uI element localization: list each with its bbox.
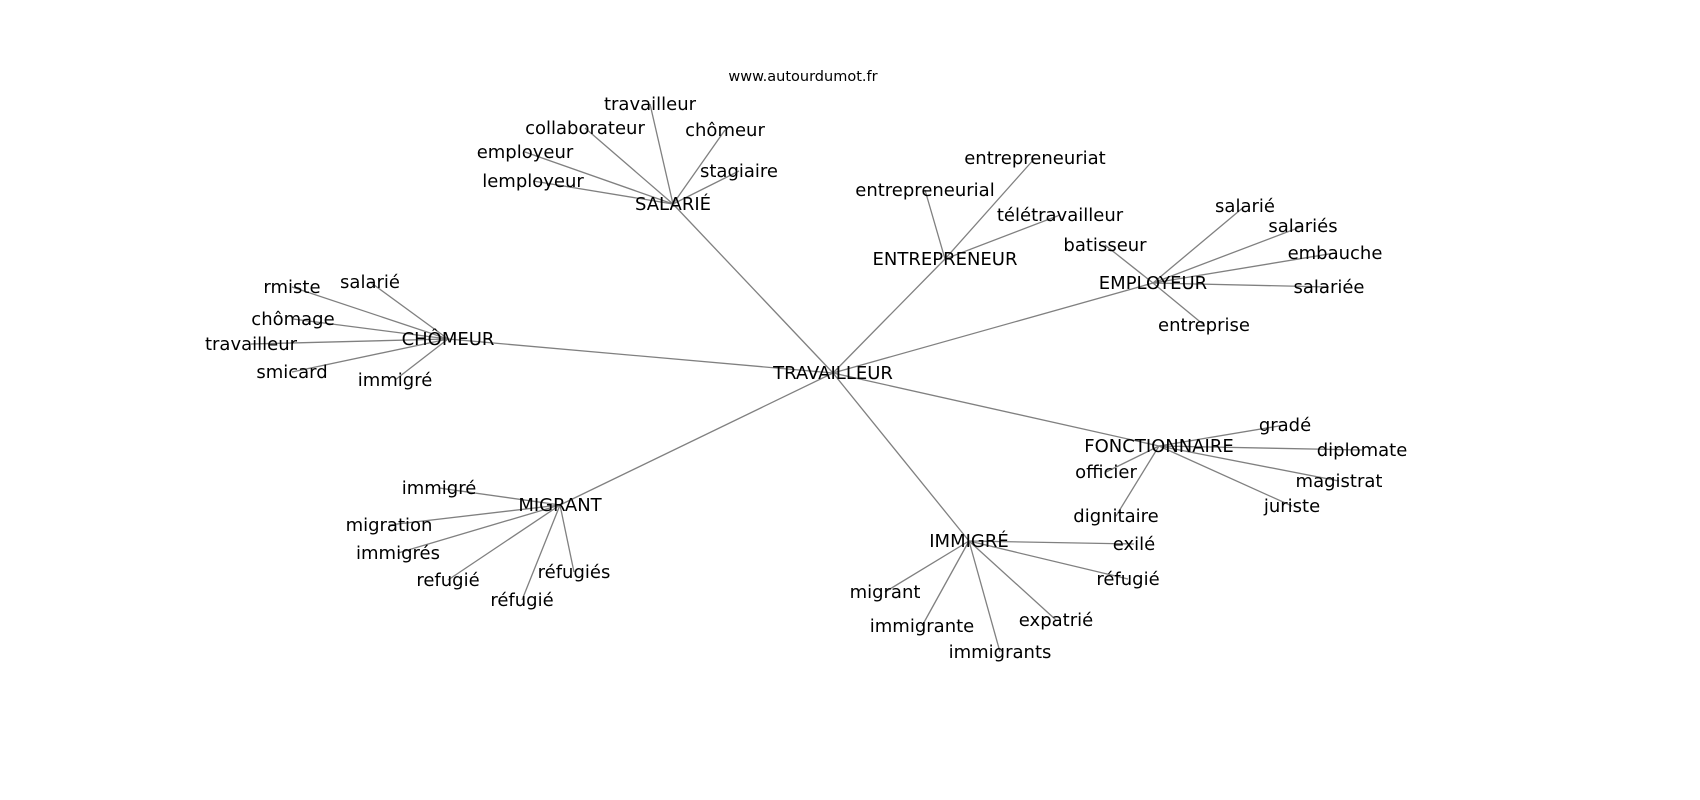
edge-center-to-hub <box>832 282 1154 374</box>
edge-center-to-hub <box>447 338 834 374</box>
edge-hub-to-leaf <box>649 103 674 205</box>
edge-hub-to-leaf <box>1152 252 1336 284</box>
edge-hub-to-leaf <box>1104 244 1154 284</box>
leaf-node-label: immigré <box>358 370 433 391</box>
edge-hub-to-leaf <box>672 129 726 205</box>
edge-hub-to-leaf <box>521 504 561 601</box>
edge-center-to-hub <box>832 258 946 374</box>
edge-hub-to-leaf <box>1152 282 1205 326</box>
leaf-node-label: salarié <box>340 272 400 293</box>
edge-hub-to-leaf <box>291 338 449 373</box>
edge-hub-to-leaf <box>1158 445 1363 451</box>
leaf-node-label: chômeur <box>685 120 765 141</box>
leaf-node-label: réfugié <box>1096 569 1159 590</box>
edge-hub-to-leaf <box>968 540 1129 580</box>
edge-hub-to-leaf <box>397 504 561 554</box>
edge-center-to-hub <box>832 372 970 542</box>
edge-hub-to-leaf <box>884 540 970 593</box>
edge-hub-to-leaf <box>924 189 946 260</box>
source-label: www.autourdumot.fr <box>728 69 877 85</box>
leaf-node-label: juriste <box>1263 496 1320 517</box>
edge-hub-to-leaf <box>524 151 674 205</box>
leaf-node-label: salariée <box>1294 277 1365 298</box>
edge-hub-to-leaf <box>1152 225 1304 284</box>
edge-hub-to-leaf <box>250 338 449 345</box>
leaf-node-label: stagiaire <box>700 161 778 182</box>
edge-hub-to-leaf <box>292 318 449 340</box>
leaf-node-label: travailleur <box>205 334 298 355</box>
leaf-node-label: magistrat <box>1296 471 1383 492</box>
edge-hub-to-leaf <box>438 487 561 506</box>
leaf-node-label: migrant <box>850 582 921 603</box>
leaf-node-label: salariés <box>1268 216 1337 237</box>
edge-center-to-hub <box>672 203 834 374</box>
center-node-label: TRAVAILLEUR <box>772 363 893 384</box>
edge-hub-to-leaf <box>1152 282 1330 288</box>
leaf-node-label: chômage <box>251 309 334 330</box>
leaf-node-label: dignitaire <box>1073 506 1158 527</box>
leaf-node-label: officier <box>1075 462 1137 483</box>
hub-node-label: FONCTIONNAIRE <box>1084 436 1233 457</box>
leaf-node-label: télétravailleur <box>997 205 1124 226</box>
edge-hub-to-leaf <box>584 127 674 205</box>
edge-hub-to-leaf <box>968 540 1135 545</box>
leaf-node-label: immigré <box>402 478 477 499</box>
leaf-node-label: employeur <box>477 142 574 163</box>
leaf-node-label: entrepreneuriat <box>964 148 1106 169</box>
edge-hub-to-leaf <box>968 540 1057 621</box>
leaf-node-label: embauche <box>1288 243 1383 264</box>
edge-hub-to-leaf <box>532 180 674 205</box>
edge-center-to-hub <box>559 372 834 506</box>
leaf-node-label: travailleur <box>604 94 697 115</box>
leaf-node-label: batisseur <box>1063 235 1147 256</box>
hub-node-label: ENTREPRENEUR <box>873 249 1018 270</box>
leaf-node-label: refugié <box>416 570 479 591</box>
edge-hub-to-leaf <box>1158 424 1286 447</box>
leaf-node-label: collaborateur <box>525 118 645 139</box>
edge-hub-to-leaf <box>559 504 575 573</box>
leaf-node-label: rmiste <box>263 277 320 298</box>
leaf-node-label: exilé <box>1113 534 1156 555</box>
leaf-node-label: expatrié <box>1019 610 1093 631</box>
leaf-node-label: immigrants <box>949 642 1052 663</box>
edge-hub-to-leaf <box>1152 205 1246 284</box>
leaf-node-label: gradé <box>1259 415 1311 436</box>
leaf-node-label: entreprise <box>1158 315 1250 336</box>
hub-node-label: SALARIÉ <box>635 193 711 215</box>
edge-hub-to-leaf <box>672 170 740 205</box>
leaf-node-label: diplomate <box>1317 440 1408 461</box>
edge-hub-to-leaf <box>394 338 449 381</box>
edge-hub-to-leaf <box>968 540 1001 653</box>
hub-node-label: EMPLOYEUR <box>1099 273 1207 294</box>
leaf-node-label: réfugié <box>490 590 553 611</box>
leaf-node-label: réfugiés <box>538 562 611 583</box>
leaf-node-label: entrepreneurial <box>855 180 994 201</box>
leaf-node-label: lemployeur <box>482 171 584 192</box>
hub-node-label: IMMIGRÉ <box>929 530 1009 552</box>
edge-center-to-hub <box>832 372 1160 447</box>
leaf-node-label: migration <box>346 515 433 536</box>
leaf-node-label: immigrés <box>356 543 440 564</box>
leaf-node-label: salarié <box>1215 196 1275 217</box>
edge-hub-to-leaf <box>1105 445 1160 473</box>
edge-hub-to-leaf <box>369 281 449 340</box>
edge-hub-to-leaf <box>1158 445 1340 482</box>
edge-hub-to-leaf <box>447 504 561 581</box>
edge-hub-to-leaf <box>1158 445 1293 507</box>
edge-hub-to-leaf <box>921 540 970 627</box>
hub-node-label: MIGRANT <box>518 495 602 516</box>
leaf-node-label: smicard <box>256 362 327 383</box>
edge-hub-to-leaf <box>944 157 1036 260</box>
edge-hub-to-leaf <box>291 286 449 340</box>
leaf-node-label: immigrante <box>870 616 974 637</box>
edge-hub-to-leaf <box>944 214 1061 260</box>
edge-hub-to-leaf <box>388 504 561 526</box>
hub-node-label: CHÔMEUR <box>402 328 495 350</box>
edge-hub-to-leaf <box>1115 445 1160 517</box>
